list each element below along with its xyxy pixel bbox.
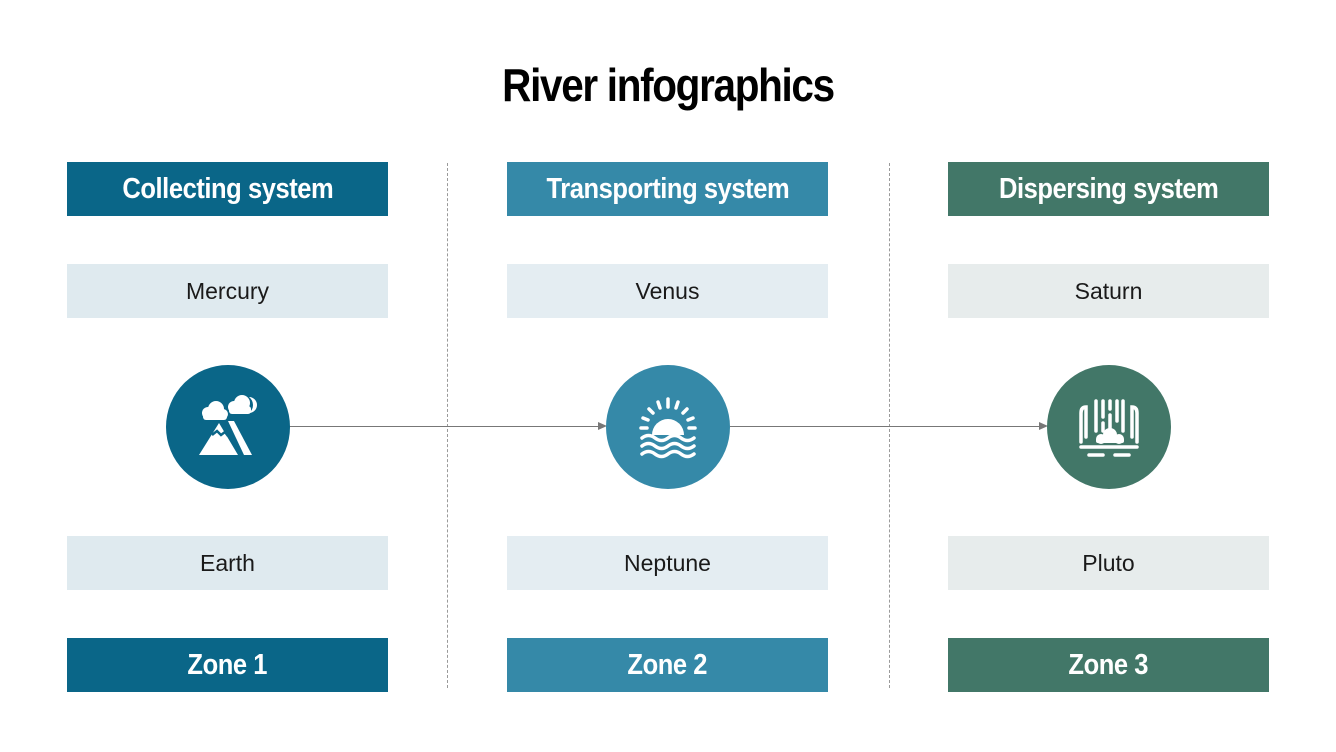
top-label: Venus (507, 264, 828, 318)
zone-label: Zone 3 (948, 638, 1269, 692)
waterfall-icon (1079, 399, 1139, 457)
mountain-clouds-icon (199, 395, 257, 455)
bottom-label: Earth (67, 536, 388, 590)
column-divider (889, 163, 890, 688)
column-divider (447, 163, 448, 688)
sunset-waves-icon (639, 397, 697, 459)
page-title: River infographics (502, 59, 835, 111)
bottom-label: Pluto (948, 536, 1269, 590)
flow-arrow-line (730, 426, 1040, 427)
arrowhead-icon (1039, 422, 1048, 430)
icon-circle (606, 365, 730, 489)
top-label: Mercury (67, 264, 388, 318)
system-header: Dispersing system (948, 162, 1269, 216)
flow-arrow-line (289, 426, 599, 427)
top-label: Saturn (948, 264, 1269, 318)
system-header: Transporting system (507, 162, 828, 216)
zone-label: Zone 2 (507, 638, 828, 692)
system-header: Collecting system (67, 162, 388, 216)
zone-label: Zone 1 (67, 638, 388, 692)
arrowhead-icon (598, 422, 607, 430)
icon-circle (1047, 365, 1171, 489)
icon-circle (166, 365, 290, 489)
bottom-label: Neptune (507, 536, 828, 590)
